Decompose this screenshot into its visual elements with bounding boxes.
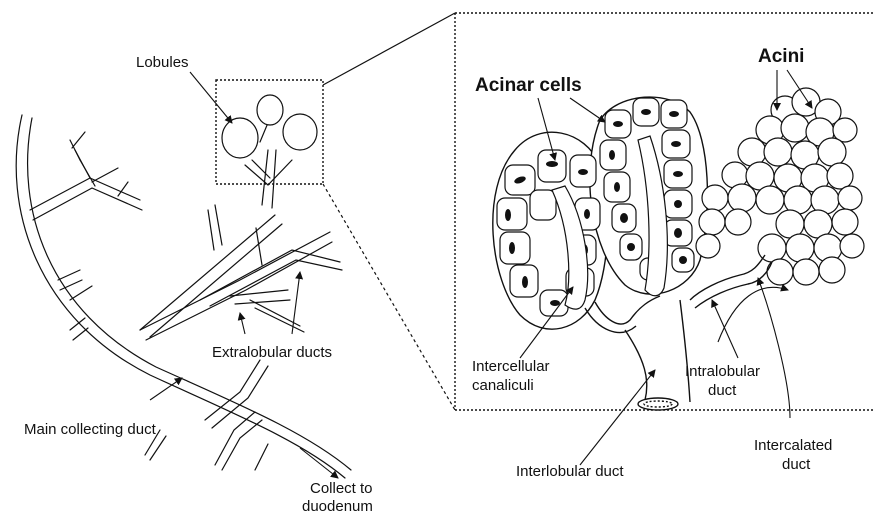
intercalated-duct-label-line1: Intercalated <box>754 437 832 455</box>
arrow-intralobular <box>712 300 738 358</box>
main-collecting-duct-inner <box>28 118 351 470</box>
arrow-extralobular-1 <box>240 313 245 334</box>
lobules-label: Lobules <box>136 54 189 72</box>
lobule <box>283 114 317 150</box>
arrow-acinar-2 <box>570 98 605 122</box>
interlobular-duct-label: Interlobular duct <box>516 463 624 481</box>
lobule <box>222 118 258 158</box>
lobule <box>257 95 283 125</box>
arrow-intercalated-2 <box>718 287 788 342</box>
collect-to-duodenum-label-line1: Collect to <box>310 480 373 498</box>
main-collecting-duct-label: Main collecting duct <box>24 421 156 439</box>
intercellular-canaliculi-label-line1: Intercellular <box>472 358 550 376</box>
lobules <box>222 95 317 158</box>
collect-to-duodenum-label-line2: duodenum <box>302 498 373 516</box>
acini-label: Acini <box>758 46 804 68</box>
extralobular-ducts-label: Extralobular ducts <box>212 344 332 362</box>
acinar-cells-label: Acinar cells <box>475 75 582 97</box>
intralobular-duct-label-line2: duct <box>708 382 736 400</box>
intralobular-duct-label-line1: Intralobular <box>685 363 760 381</box>
acini-cluster <box>696 88 864 285</box>
arrow-main-duct <box>150 378 182 400</box>
zoom-connectors <box>323 13 455 410</box>
intercalated-duct-label-line2: duct <box>782 456 810 474</box>
intralobular-duct <box>595 296 660 324</box>
intercellular-canaliculi-label-line2: canaliculi <box>472 377 534 395</box>
arrow-interlobular <box>580 370 655 465</box>
arrow-collect <box>300 448 338 478</box>
interlobular-duct <box>625 330 647 400</box>
arrow-intercalated <box>758 278 790 418</box>
